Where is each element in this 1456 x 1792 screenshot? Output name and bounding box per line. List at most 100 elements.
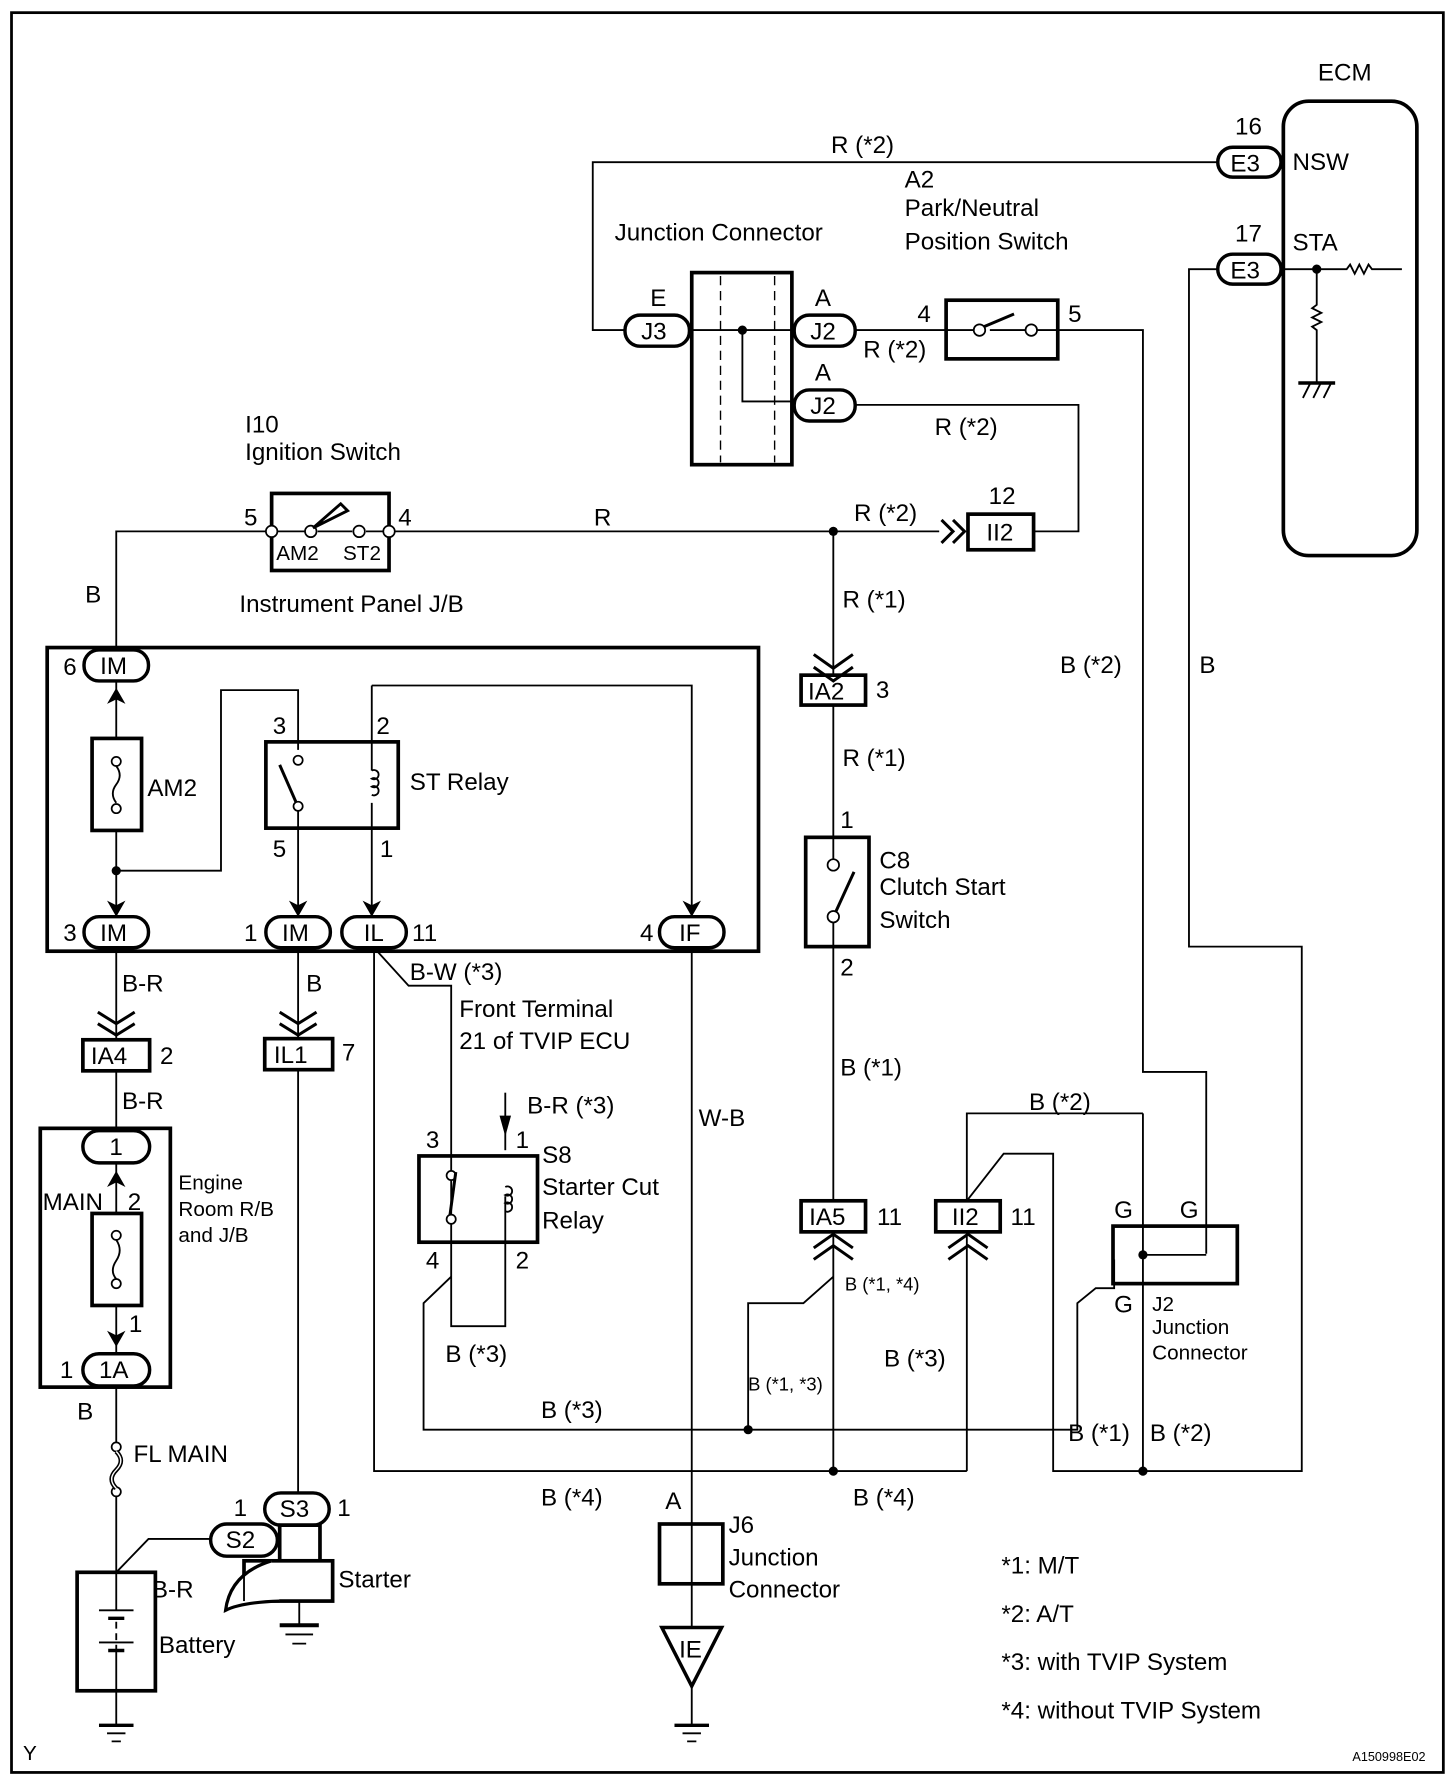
st-relay-pin5: 5 [273, 836, 286, 863]
st-relay-pin2: 2 [376, 713, 389, 740]
pnp-pin-5: 5 [1068, 301, 1081, 328]
ignition-switch[interactable]: I10 Ignition Switch 5 4 AM2 ST2 [115, 411, 412, 648]
s2-pin: 1 [234, 1495, 247, 1522]
j2-pin-a-1: A [815, 285, 832, 312]
ii2-bottom-connector[interactable]: II2 11 [933, 1198, 1036, 1234]
wire-label-r2-ii2: R (*2) [854, 500, 917, 527]
s2-connector[interactable] [208, 1522, 280, 1558]
diagram-frame [10, 11, 1445, 1774]
pnp-pin-4: 4 [917, 301, 930, 328]
clutch-name-1: Clutch Start [879, 874, 1006, 901]
j2-pin-a-2: A [815, 360, 832, 387]
j6-junction-connector[interactable]: A J6 Junction Connector [657, 1488, 841, 1628]
legend-item-2: *2: A/T [1001, 1601, 1074, 1628]
s2-label: S2 [226, 1527, 256, 1554]
ip-jb-label: Instrument Panel J/B [239, 591, 463, 618]
ip-conn-bottom-3-num: 4 [640, 920, 653, 947]
il1-label: IL1 [274, 1042, 308, 1069]
park-neutral-switch[interactable]: 4 R (*2) 5 [855, 298, 1208, 1254]
ia4-connector[interactable]: IA4 2 [81, 1037, 174, 1073]
main-fuse-pin-2: 2 [128, 1189, 141, 1216]
s3-label: S3 [280, 1496, 310, 1523]
wire-label-b2-bottom: B (*2) [1150, 1420, 1212, 1447]
instrument-panel-jb: 6 IM AM2 3 2 ST Relay 5 1 3 IM 1 [45, 645, 761, 954]
main-fuse-label: MAIN [43, 1189, 103, 1216]
j2b-pin-tl: G [1114, 1197, 1133, 1224]
wire-label-r2-j2b: R (*2) [935, 414, 998, 441]
am2-fuse[interactable] [90, 736, 144, 833]
wire-label-b-il1: B [306, 970, 322, 997]
j3-label: J3 [641, 318, 667, 345]
ip-conn-il-11-label: IL [364, 920, 384, 947]
main-fuse[interactable] [90, 1211, 144, 1308]
ii2-top-connector[interactable]: 12 II2 [966, 483, 1036, 552]
wire-label-b3-bottom: B (*3) [541, 1397, 603, 1424]
wire-label-r1-b: R (*1) [843, 745, 906, 772]
ip-conn-bottom-1-num: 1 [244, 920, 257, 947]
ii2-top-pin: 12 [989, 483, 1016, 510]
ecm-pin17-num: 17 [1235, 221, 1262, 248]
clutch-code: C8 [879, 847, 910, 874]
j3-pin-e: E [650, 285, 666, 312]
j6-name-2: Connector [729, 1577, 840, 1604]
il1-pin: 7 [342, 1039, 355, 1066]
wire-label-r-main: R [594, 505, 611, 532]
ia5-label: IA5 [809, 1204, 845, 1231]
j2b-pin-tr: G [1180, 1197, 1199, 1224]
ignition-switch-name: Ignition Switch [245, 439, 401, 466]
wire-label-b14: B (*1, *4) [845, 1274, 920, 1295]
clutch-name-2: Switch [879, 907, 950, 934]
j2-junction-connector-bottom[interactable]: G G G J2 Junction Connector [1111, 1113, 1248, 1472]
s8-pin1: 1 [516, 1127, 529, 1154]
il1-connector[interactable]: IL1 7 [262, 1036, 356, 1072]
s8-pin2: 2 [516, 1248, 529, 1275]
ia2-label: IA2 [808, 678, 844, 705]
clutch-start-switch[interactable]: 1 C8 Clutch Start Switch 2 [803, 807, 1006, 981]
starter[interactable]: 1 S2 S3 1 Starter [208, 1491, 411, 1645]
st-relay-label: ST Relay [410, 769, 510, 796]
ign-pin-4: 4 [398, 505, 411, 532]
wire-label-br3: B-R (*3) [527, 1092, 614, 1119]
wire-label-br-batt: B-R [152, 1577, 194, 1604]
ecm-sta-label: STA [1293, 230, 1339, 257]
ign-term-am2: AM2 [276, 542, 319, 565]
starter-label: Starter [338, 1566, 411, 1593]
ip-conn-top-num: 6 [63, 654, 76, 681]
s8-code: S8 [542, 1142, 572, 1169]
st-relay[interactable] [264, 740, 401, 830]
junction-connector-title: Junction Connector [615, 219, 823, 246]
wire-label-b3-relay: B (*3) [445, 1341, 507, 1368]
ignition-switch-code: I10 [245, 411, 279, 438]
ip-conn-im-1-label: IM [282, 920, 309, 947]
wire-label-br-1: B-R [122, 970, 164, 997]
am2-fuse-label: AM2 [147, 775, 197, 802]
wire-label-b-ign: B [85, 582, 101, 609]
ip-conn-im-3-label: IM [100, 920, 127, 947]
legend-item-1: *1: M/T [1001, 1552, 1079, 1579]
legend-item-3: *3: with TVIP System [1001, 1649, 1227, 1676]
pnp-switch-name-2: Position Switch [905, 229, 1069, 256]
pnp-switch-name-1: Park/Neutral [905, 195, 1039, 222]
ie-ground-point: IE [659, 1625, 725, 1743]
wire-label-b3-right: B (*3) [884, 1345, 946, 1372]
battery: Battery [75, 1570, 236, 1743]
ia4-pin: 2 [160, 1043, 173, 1070]
wire-label-b4-right: B (*4) [853, 1485, 915, 1512]
fl-main-label: FL MAIN [134, 1441, 228, 1468]
ia5-connector[interactable]: IA5 11 [799, 1198, 902, 1234]
ia2-connector[interactable]: IA2 3 [799, 673, 889, 707]
wire-label-b13: B (*1, *3) [748, 1374, 823, 1395]
fl-main-fusible-link[interactable] [109, 1441, 124, 1498]
s3-pin: 1 [337, 1495, 350, 1522]
ecm-nsw-label: NSW [1293, 149, 1350, 176]
j2b-name-1: Junction [1152, 1316, 1229, 1339]
corner-mark: Y [23, 1742, 37, 1765]
ia4-label: IA4 [91, 1043, 127, 1070]
starter-cut-relay[interactable]: B-R (*3) 3 1 S8 Starter Cut Relay 4 2 [417, 1092, 659, 1275]
j2-label-1: J2 [810, 318, 836, 345]
engine-rb-conn-bottom-num: 1 [60, 1357, 73, 1384]
j6-code: J6 [729, 1512, 755, 1539]
wire-label-b1-bottom: B (*1) [1068, 1420, 1130, 1447]
s8-pin3: 3 [426, 1127, 439, 1154]
